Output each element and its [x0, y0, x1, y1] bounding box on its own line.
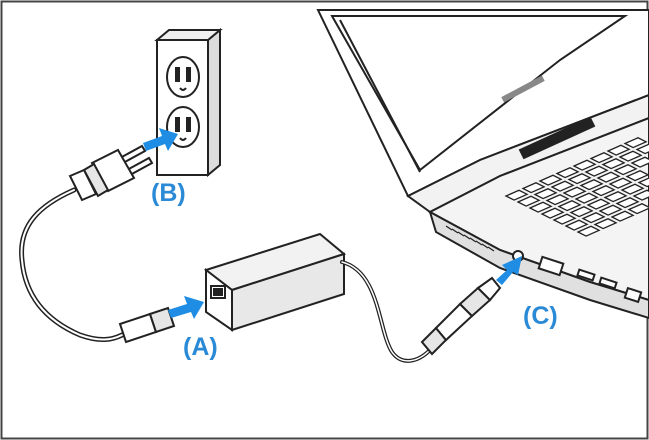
keyboard-key	[610, 210, 635, 222]
keyboard-key	[598, 204, 623, 216]
keyboard-key	[613, 164, 638, 176]
keyboard-key	[574, 192, 599, 204]
keyboard-key	[569, 206, 594, 218]
keyboard-key	[635, 143, 649, 155]
dc-connector-icon	[420, 276, 502, 356]
keyboard-key	[584, 165, 609, 177]
keyboard-key	[581, 212, 606, 224]
ac-adapter-icon	[203, 232, 347, 332]
keyboard-key	[593, 218, 618, 230]
keyboard-key	[632, 189, 649, 201]
keyboard-key	[550, 180, 575, 192]
keyboard-key	[589, 152, 614, 164]
power-plug-icon	[68, 144, 154, 202]
label-adapter: (A)	[183, 333, 218, 361]
keyboard-key	[625, 170, 649, 182]
keyboard-key	[623, 137, 648, 149]
keyboard-key	[630, 156, 649, 168]
wall-outlet-icon	[154, 27, 223, 178]
keyboard-key	[608, 177, 633, 189]
label-outlet: (B)	[151, 179, 186, 207]
keyboard-key	[567, 173, 592, 185]
keyboard-key	[627, 203, 649, 215]
keyboard-key	[579, 179, 604, 191]
keyboard-key	[601, 158, 626, 170]
keyboard-key	[504, 189, 529, 201]
keyboard-key	[538, 174, 563, 186]
laptop-keyboard	[504, 137, 649, 237]
keyboard-key	[620, 183, 645, 195]
keyboard-key	[516, 195, 541, 207]
laptop-icon	[316, 9, 649, 320]
keyboard-key	[528, 201, 553, 213]
keyboard-key	[545, 194, 570, 206]
keyboard-key	[606, 144, 631, 156]
keyboard-key	[576, 225, 601, 237]
keyboard-key	[586, 198, 611, 210]
keyboard-key	[637, 177, 649, 188]
keyboard-key	[552, 213, 577, 225]
keyboard-key	[521, 182, 546, 194]
keyboard-key	[591, 185, 616, 197]
keyboard-key	[596, 171, 621, 183]
label-laptop: (C)	[523, 302, 558, 330]
keyboard-key	[533, 188, 558, 200]
keyboard-key	[615, 197, 640, 209]
keyboard-key	[603, 191, 628, 203]
keyboard-key	[557, 200, 582, 212]
keyboard-key	[564, 219, 589, 231]
keyboard-key	[562, 186, 587, 198]
keyboard-key	[572, 159, 597, 171]
keyboard-key	[540, 207, 565, 219]
cord-connector	[118, 306, 176, 344]
keyboard-key	[618, 150, 643, 162]
keyboard-key	[555, 167, 580, 179]
insert-arrow-icon	[143, 128, 522, 319]
